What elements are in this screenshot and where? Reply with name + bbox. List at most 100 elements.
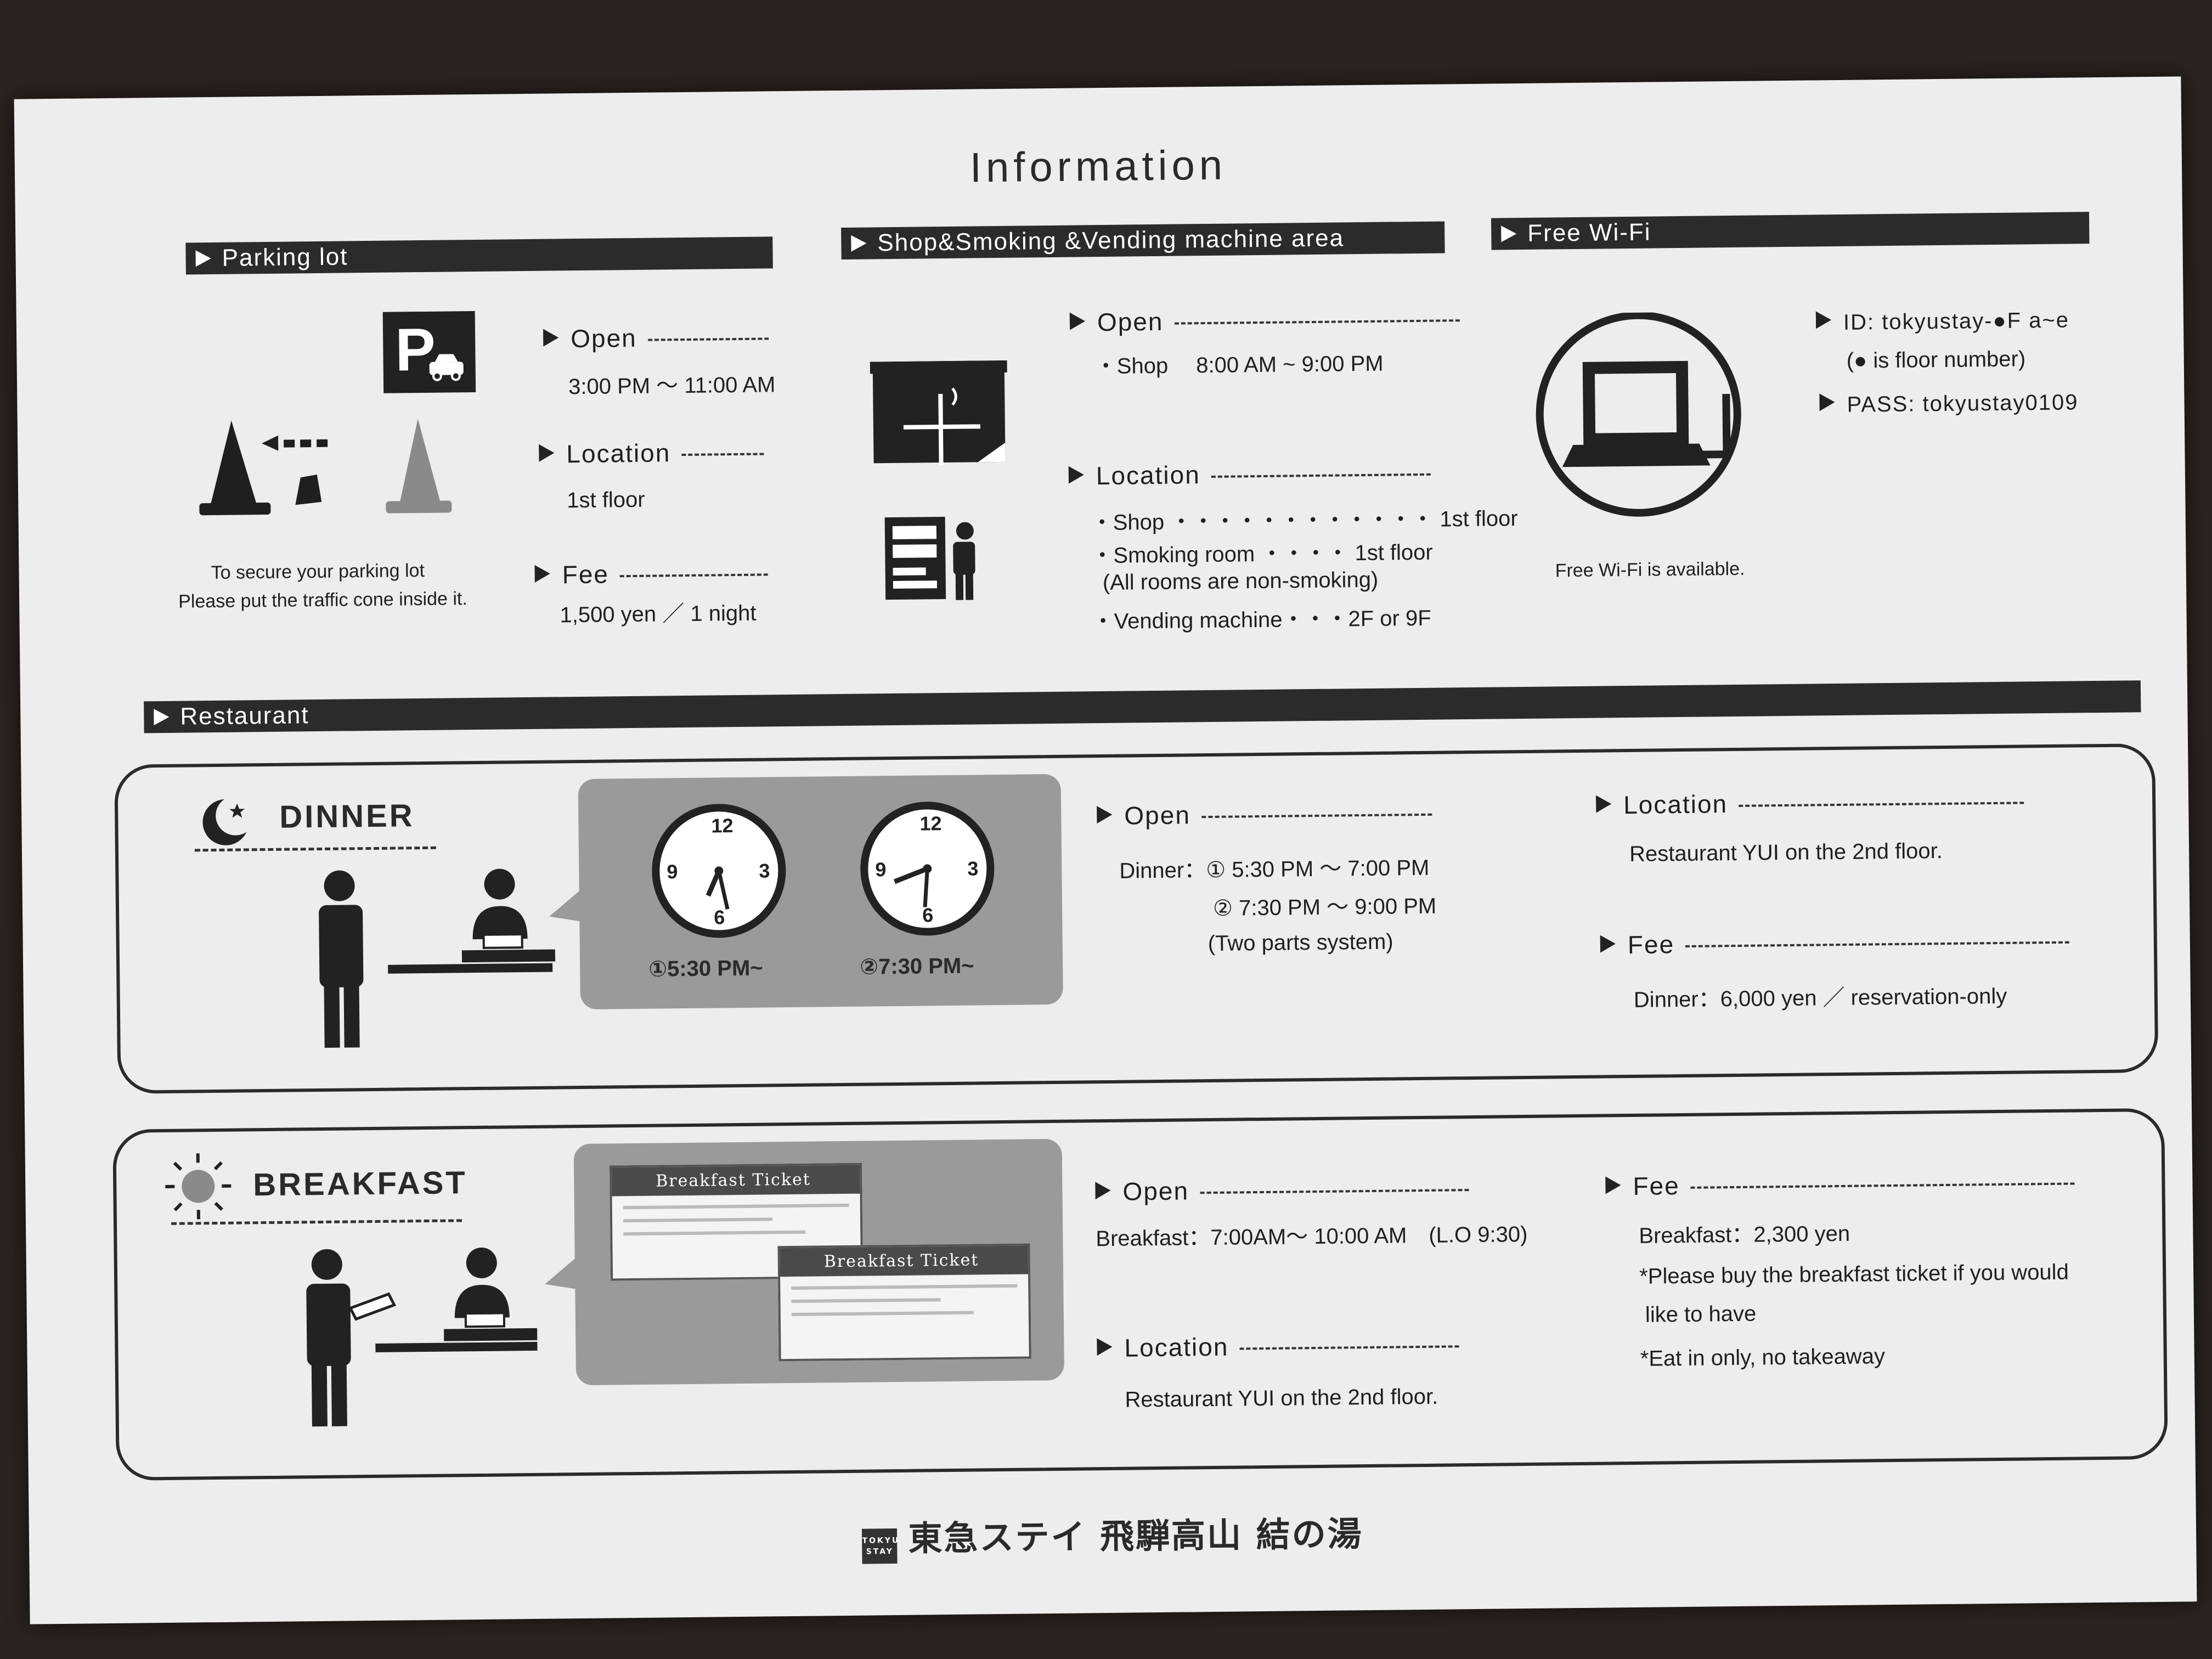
dinner-reception-icon [319, 868, 556, 1048]
breakfast-fee-label: Fee [1633, 1171, 1680, 1200]
breakfast-ticket-icon [306, 1247, 538, 1427]
dinner-open-label: Open [1124, 800, 1191, 830]
triangle-icon [1501, 225, 1517, 242]
breakfast-open-value: Breakfast：7:00AM～ 10:00 AM (L.O 9:30) [1096, 1222, 1528, 1251]
shop-open-heading: Open [1069, 303, 1460, 337]
dinner-fee-heading: Fee [1600, 926, 2070, 960]
svg-text:9: 9 [667, 860, 678, 883]
triangle-icon [1068, 466, 1084, 484]
wifi-header-label: Free Wi-Fi [1527, 218, 1651, 247]
triangle-icon [534, 565, 550, 583]
smoking-area-icon [870, 360, 1007, 466]
breakfast-fee-value: Breakfast：2,300 yen [1639, 1221, 1850, 1248]
shop-location-line2: ・Smoking room ・・・・ 1st floor [1091, 540, 1433, 568]
dinner-location-heading: Location [1595, 786, 2024, 820]
parking-location-label: Location [566, 438, 671, 469]
dinner-location-value: Restaurant YUI on the 2nd floor. [1629, 839, 1943, 866]
triangle-icon [1815, 311, 1832, 329]
breakfast-open-heading: Open [1095, 1173, 1469, 1206]
parking-fee-label: Fee [562, 560, 610, 589]
parking-header-label: Parking lot [222, 243, 348, 272]
triangle-icon [1595, 795, 1612, 813]
parking-note-line2: Please put the traffic cone inside it. [178, 588, 468, 612]
shop-open-value: ・Shop 8:00 AM ~ 9:00 PM [1094, 351, 1384, 379]
breakfast-location-value: Restaurant YUI on the 2nd floor. [1125, 1384, 1438, 1412]
dinner-open-line3: (Two parts system) [1207, 929, 1393, 956]
wifi-id-line: ID: tokyustay-●F a~e [1815, 308, 2070, 336]
wifi-pass-line: PASS: tokyustay0109 [1819, 390, 2079, 417]
parking-section-header: Parking lot [185, 236, 773, 275]
ticket-line [623, 1230, 806, 1236]
svg-text:6: 6 [922, 904, 933, 926]
parking-location-value: 1st floor [567, 487, 645, 513]
breakfast-note-1: *Please buy the breakfast ticket if you … [1639, 1260, 2069, 1289]
parking-open-label: Open [570, 323, 637, 353]
triangle-icon [1819, 393, 1835, 411]
ticket-line [791, 1311, 974, 1317]
wifi-section-header: Free Wi-Fi [1491, 212, 2090, 250]
shop-header-label: Shop&Smoking &Vending machine area [877, 224, 1345, 257]
parking-open-heading: Open [543, 321, 769, 353]
hotel-brand-name: 東急ステイ 飛騨高山 結の湯 [908, 1514, 1364, 1559]
dinner-bubble-tail [549, 888, 583, 922]
clock-icon-530: 12 3 6 9 [652, 804, 786, 938]
breakfast-title: BREAKFAST [252, 1165, 468, 1203]
parking-fee-heading: Fee [534, 557, 768, 589]
parking-note-line1: To secure your parking lot [211, 560, 425, 584]
dinner-fee-value: Dinner：6,000 yen ／ reservation-only [1633, 984, 2007, 1012]
parking-location-heading: Location [539, 437, 764, 469]
clock-label-1: ①5:30 PM~ [648, 956, 763, 981]
ticket-line [623, 1217, 773, 1223]
ticket-title: Breakfast Ticket [780, 1245, 1029, 1277]
wifi-id-value: ID: tokyustay-●F a~e [1843, 308, 2070, 335]
moon-icon [202, 799, 247, 845]
svg-text:12: 12 [711, 814, 733, 837]
wifi-id-note: (● is floor number) [1846, 347, 2026, 373]
page-title: Information [969, 142, 1227, 191]
shop-location-label: Location [1096, 460, 1201, 490]
parking-fee-value: 1,500 yen ／ 1 night [560, 601, 757, 628]
wifi-caption: Free Wi-Fi is available. [1555, 558, 1745, 582]
svg-text:6: 6 [714, 906, 725, 928]
svg-text:3: 3 [759, 859, 770, 882]
restaurant-header-label: Restaurant [180, 702, 309, 730]
triangle-icon [154, 708, 170, 726]
restaurant-section-header: Restaurant [144, 680, 2141, 733]
breakfast-note-3: *Eat in only, no takeaway [1640, 1344, 1886, 1371]
clock-label-2: ②7:30 PM~ [859, 953, 974, 979]
ticket-title: Breakfast Ticket [612, 1165, 860, 1197]
triangle-icon [543, 329, 559, 347]
dinner-title: DINNER [279, 798, 415, 835]
triangle-icon [539, 444, 555, 462]
traffic-cone-icons [199, 419, 452, 516]
breakfast-ticket-front: Breakfast Ticket [777, 1243, 1031, 1362]
laptop-wifi-icon [1536, 311, 1741, 517]
breakfast-note-2: like to have [1645, 1301, 1757, 1327]
triangle-icon [1069, 312, 1086, 330]
svg-text:9: 9 [875, 858, 886, 881]
info-sheet: Information Parking lot P To secure your… [14, 76, 2197, 1624]
dinner-location-label: Location [1623, 789, 1728, 820]
parking-sign-icon: P [382, 311, 476, 393]
vending-machine-icon [884, 517, 975, 600]
shop-location-line3: (All rooms are non-smoking) [1102, 567, 1379, 595]
breakfast-bubble-tail [545, 1256, 578, 1290]
triangle-icon [195, 250, 211, 267]
triangle-icon [851, 235, 867, 252]
ticket-line [791, 1284, 1018, 1290]
ticket-line [791, 1298, 941, 1304]
triangle-icon [1600, 935, 1616, 953]
shop-location-line1: ・Shop ・・・・・・・・・・・・ 1st floor [1091, 506, 1518, 535]
clock-icon-730: 12 3 6 9 [860, 802, 995, 936]
shop-location-line4: ・Vending machine・・・2F or 9F [1092, 606, 1431, 634]
breakfast-location-heading: Location [1097, 1329, 1459, 1363]
triangle-icon [1095, 1181, 1111, 1200]
shop-open-label: Open [1097, 307, 1164, 337]
parking-open-value: 3:00 PM ～ 11:00 AM [568, 373, 776, 399]
wifi-pass-value: PASS: tokyustay0109 [1847, 390, 2079, 417]
breakfast-location-label: Location [1124, 1332, 1229, 1362]
dinner-open-heading: Open [1097, 798, 1432, 831]
breakfast-fee-heading: Fee [1605, 1167, 2075, 1201]
svg-text:12: 12 [919, 812, 941, 834]
